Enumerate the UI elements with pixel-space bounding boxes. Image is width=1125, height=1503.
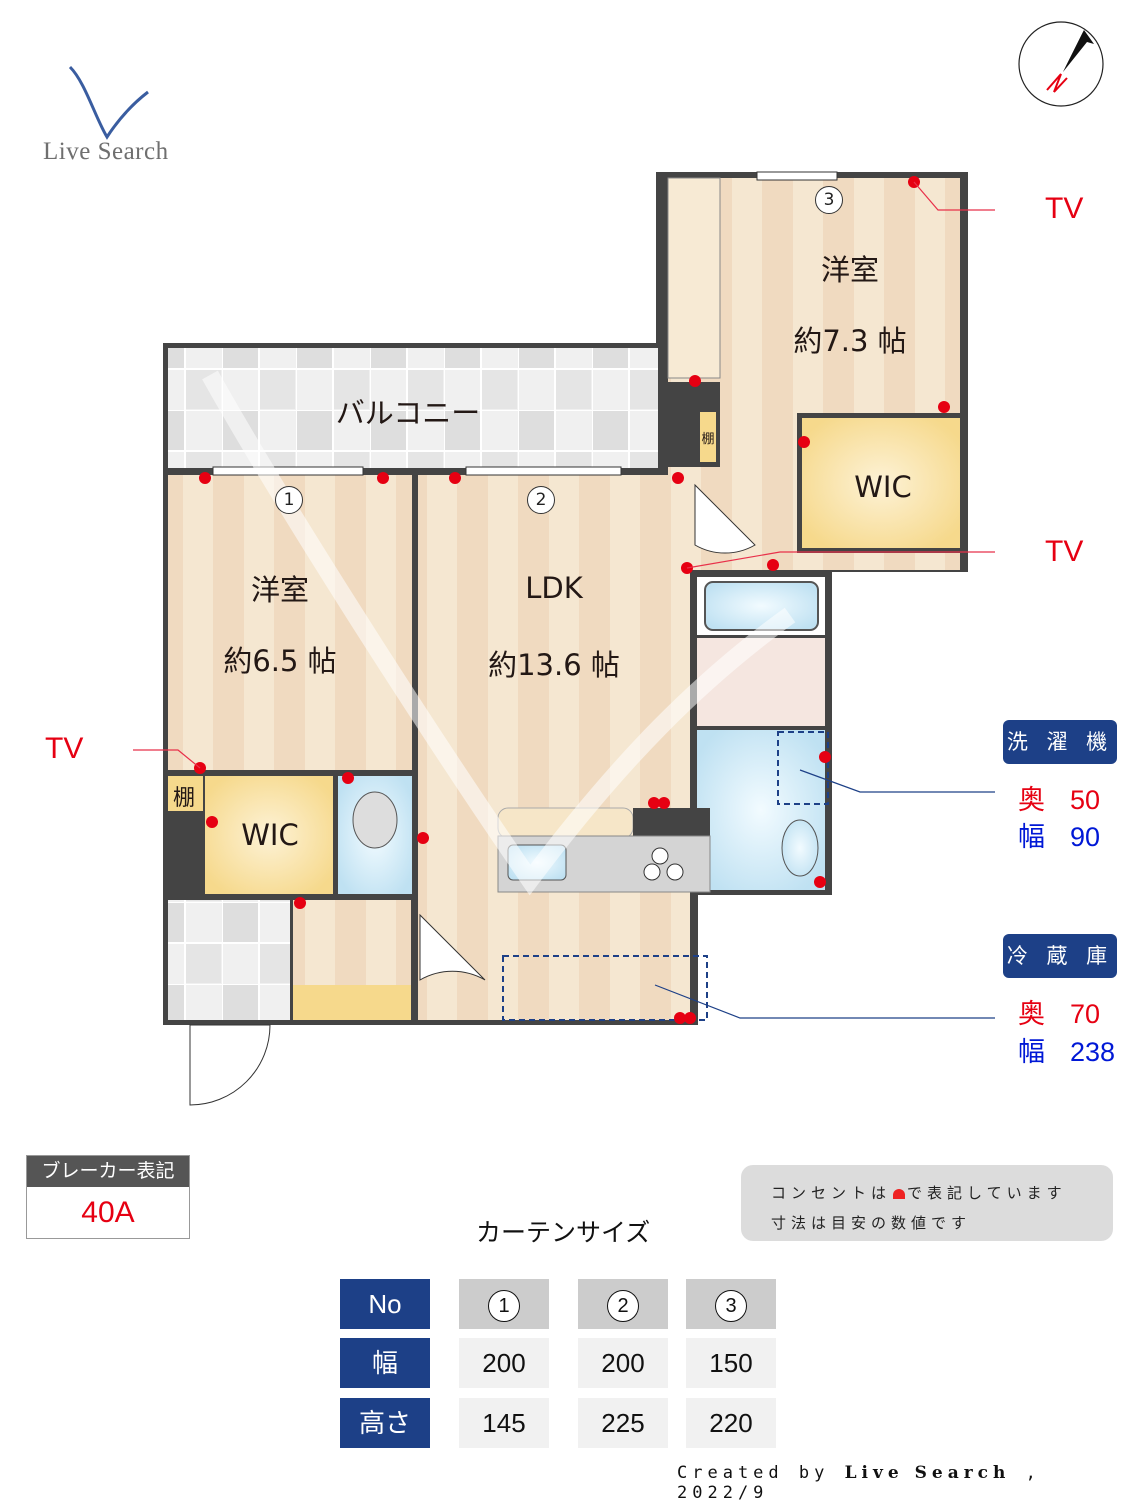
room-name-western-3: 洋室: [820, 253, 880, 287]
window-number-badge: 1: [275, 486, 303, 514]
footer-credit: Created by Live Search , 2022/9: [677, 1463, 1041, 1503]
floor-plan: [133, 171, 995, 1106]
curtain-width-cell: 150: [686, 1338, 776, 1388]
curtain-no-cell: 1: [459, 1279, 549, 1329]
room-size-western-1: 約6.5 帖: [223, 644, 337, 678]
window-number-badge: 3: [815, 186, 843, 214]
curtain-height-cell: 225: [578, 1398, 668, 1448]
shelf-label: 棚: [701, 432, 715, 447]
tv-label: TV: [1045, 535, 1084, 568]
curtain-no-cell: 2: [578, 1279, 668, 1329]
shelf-label: 棚: [172, 786, 196, 811]
tv-label: TV: [45, 732, 84, 765]
room-size-ldk: 約13.6 帖: [488, 648, 620, 682]
row-header-width: 幅: [340, 1338, 430, 1388]
room-size-western-3: 約7.3 帖: [793, 324, 907, 358]
tv-label: TV: [1045, 192, 1084, 225]
outlet-icon: [893, 1188, 906, 1199]
window-number-badge: 2: [527, 486, 555, 514]
row-header-no: No: [340, 1279, 430, 1329]
room-name-wic-2: WIC: [854, 470, 912, 504]
curtain-width-cell: 200: [459, 1338, 549, 1388]
row-header-height: 高さ: [340, 1398, 430, 1448]
curtain-height-cell: 220: [686, 1398, 776, 1448]
breaker-box: ブレーカー表記 40A: [26, 1155, 190, 1239]
room-name-ldk: LDK: [525, 571, 583, 605]
legend-note: コンセントはで表記しています 寸法は目安の数値です: [741, 1165, 1113, 1241]
room-name-wic-1: WIC: [241, 818, 299, 852]
breaker-value: 40A: [81, 1196, 135, 1229]
curtain-height-cell: 145: [459, 1398, 549, 1448]
breaker-title: ブレーカー表記: [27, 1156, 189, 1187]
logo-text: Live Search: [43, 138, 169, 165]
logo-mark-icon: [68, 65, 149, 140]
room-name-balcony: バルコニー: [335, 396, 481, 430]
washer-badge: 洗 濯 機: [1003, 720, 1117, 764]
curtain-no-cell: 3: [686, 1279, 776, 1329]
compass-north-icon: [1018, 21, 1104, 107]
curtain-title: カーテンサイズ: [476, 1218, 651, 1247]
room-name-western-1: 洋室: [250, 573, 310, 607]
fridge-badge: 冷 蔵 庫: [1003, 934, 1117, 978]
curtain-width-cell: 200: [578, 1338, 668, 1388]
